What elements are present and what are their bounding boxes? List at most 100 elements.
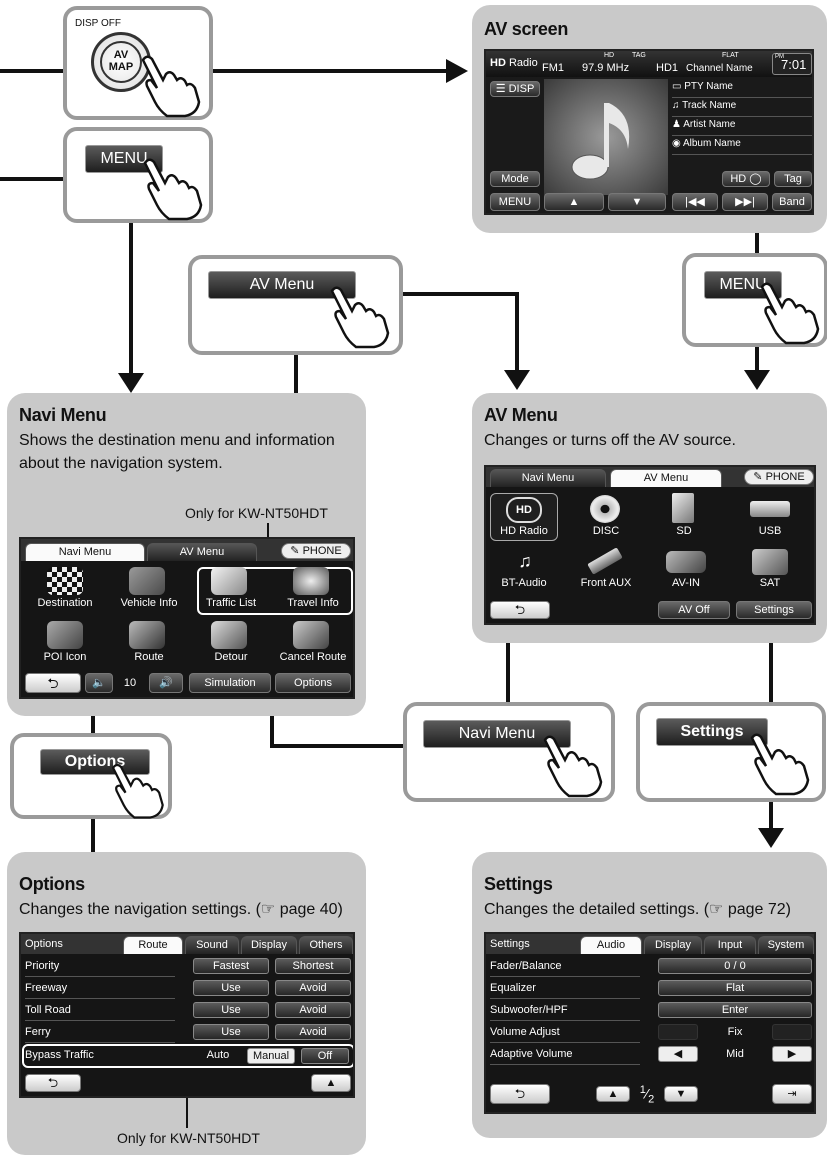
phone-button[interactable]: ✎ PHONE (744, 469, 814, 485)
av-screen: HD Radio FM1 HD TAG 97.9 MHz HD1 Channel… (484, 49, 814, 215)
next-button[interactable]: ▶▶| (722, 193, 768, 211)
up-button[interactable]: ▲ (544, 193, 604, 211)
subwoofer-hpf-button[interactable]: Enter (658, 1002, 812, 1018)
tab-system[interactable]: System (758, 936, 814, 954)
page-down-button[interactable]: ▼ (664, 1086, 698, 1102)
source-sd[interactable]: SD (676, 525, 692, 537)
panel-description: Shows the destination menu and informati… (19, 432, 335, 472)
exit-icon[interactable]: ⇥ (772, 1084, 812, 1104)
bypass-off-button[interactable]: Off (301, 1048, 349, 1064)
volume-adjust-left-button[interactable] (658, 1024, 698, 1040)
tab-input[interactable]: Input (704, 936, 756, 954)
tab-others[interactable]: Others (299, 936, 353, 954)
menu-item-destination[interactable]: Destination (37, 597, 93, 609)
menu-item-traffic-list[interactable]: Traffic List (205, 597, 257, 609)
av-off-button[interactable]: AV Off (658, 601, 730, 619)
tab-navi-menu[interactable]: Navi Menu (25, 543, 145, 561)
priority-fastest-button[interactable]: Fastest (193, 958, 269, 974)
source-disc[interactable]: DISC (592, 525, 620, 537)
hd-radio-item[interactable] (490, 493, 558, 541)
toll-road-avoid-button[interactable]: Avoid (275, 1002, 351, 1018)
band-button[interactable]: Band (772, 193, 812, 211)
navigation-icon[interactable]: ▲ (311, 1074, 351, 1092)
arrow-down-icon (118, 373, 144, 393)
volume-adjust-value: Fix (727, 1026, 743, 1038)
tab-navi-menu[interactable]: Navi Menu (490, 469, 606, 487)
connector (270, 744, 405, 748)
source-bt-audio[interactable]: BT-Audio (501, 577, 547, 589)
options-button[interactable]: Options (40, 749, 150, 775)
tab-audio[interactable]: Audio (580, 936, 642, 954)
back-button[interactable]: ⮌ (25, 673, 81, 693)
kw-note: Only for KW-NT50HDT (117, 1130, 260, 1146)
bypass-auto-button[interactable]: Auto (206, 1049, 230, 1061)
volume-up-button[interactable]: 🔊 (149, 673, 183, 693)
tab-av-menu[interactable]: AV Menu (610, 469, 722, 487)
freeway-avoid-button[interactable]: Avoid (275, 980, 351, 996)
band-label: FM1 (542, 62, 564, 74)
back-button[interactable]: ⮌ (25, 1074, 81, 1092)
row-label-volume-adjust: Volume Adjust (490, 1026, 560, 1038)
tab-sound[interactable]: Sound (185, 936, 239, 954)
album-art (544, 79, 668, 195)
disp-button[interactable]: ☰ DISP (490, 81, 540, 97)
menu-item-detour[interactable]: Detour (214, 651, 248, 663)
hd-search-button[interactable]: HD ◯ (722, 171, 770, 187)
equalizer-button[interactable]: Flat (658, 980, 812, 996)
av-in-icon (666, 551, 706, 573)
av-map-button[interactable]: AV MAP (91, 32, 151, 92)
clock: PM 7:01 (772, 53, 812, 75)
simulation-button[interactable]: Simulation (189, 673, 271, 693)
menu-item-cancel-route[interactable]: Cancel Route (279, 651, 347, 663)
tab-av-menu[interactable]: AV Menu (147, 543, 257, 561)
source-front-aux[interactable]: Front AUX (580, 577, 632, 589)
panel-title: AV screen (484, 19, 569, 39)
priority-shortest-button[interactable]: Shortest (275, 958, 351, 974)
source-sat[interactable]: SAT (759, 577, 781, 589)
tab-display[interactable]: Display (241, 936, 297, 954)
source-usb[interactable]: USB (758, 525, 782, 537)
settings-button[interactable]: Settings (656, 718, 768, 746)
volume-adjust-right-button[interactable] (772, 1024, 812, 1040)
freeway-use-button[interactable]: Use (193, 980, 269, 996)
toll-road-use-button[interactable]: Use (193, 1002, 269, 1018)
phone-button[interactable]: ✎ PHONE (281, 543, 351, 559)
back-button[interactable]: ⮌ (490, 1084, 550, 1104)
page-up-button[interactable]: ▲ (596, 1086, 630, 1102)
adaptive-volume-left-button[interactable]: ◀ (658, 1046, 698, 1062)
vehicle-info-icon (129, 567, 165, 595)
adaptive-volume-value: Mid (726, 1048, 744, 1060)
connector (213, 69, 448, 73)
source-av-in[interactable]: AV-IN (672, 577, 700, 589)
bluetooth-audio-icon: ♫ (518, 551, 532, 571)
arrow-right-icon (446, 59, 468, 83)
volume-down-button[interactable]: 🔈 (85, 673, 113, 693)
menu-item-poi-icon[interactable]: POI Icon (43, 651, 87, 663)
settings-button[interactable]: Settings (736, 601, 812, 619)
tag-button[interactable]: Tag (774, 171, 812, 187)
fader-balance-button[interactable]: 0 / 0 (658, 958, 812, 974)
ferry-avoid-button[interactable]: Avoid (275, 1024, 351, 1040)
adaptive-volume-right-button[interactable]: ▶ (772, 1046, 812, 1062)
tab-route[interactable]: Route (123, 936, 183, 954)
connector (769, 800, 773, 830)
down-button[interactable]: ▼ (608, 193, 666, 211)
options-button[interactable]: Options (275, 673, 351, 693)
connector (0, 69, 65, 73)
menu-item-vehicle-info[interactable]: Vehicle Info (120, 597, 178, 609)
bypass-manual-button[interactable]: Manual (247, 1048, 295, 1064)
previous-button[interactable]: |◀◀ (672, 193, 718, 211)
note-leader (267, 523, 269, 547)
row-label-ferry: Ferry (25, 1026, 51, 1038)
tab-display[interactable]: Display (644, 936, 702, 954)
av-menu-button[interactable]: AV Menu (208, 271, 356, 299)
mode-button[interactable]: Mode (490, 171, 540, 187)
back-button[interactable]: ⮌ (490, 601, 550, 619)
menu-item-route[interactable]: Route (134, 651, 164, 663)
menu-button[interactable]: MENU (490, 193, 540, 211)
menu-item-travel-info[interactable]: Travel Info (287, 597, 339, 609)
options-screen: Options Route Sound Display Others Prior… (19, 932, 355, 1098)
ferry-use-button[interactable]: Use (193, 1024, 269, 1040)
volume-level: 10 (123, 677, 137, 689)
av-menu-screen: Navi Menu AV Menu ✎ PHONE HD HD Radio DI… (484, 465, 816, 625)
